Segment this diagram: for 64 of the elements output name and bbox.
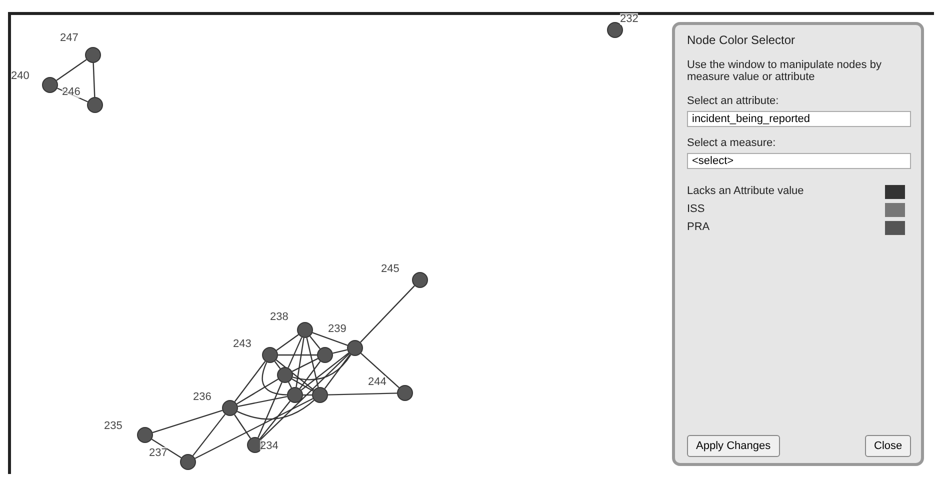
- apply-button: Apply Changes: [687, 435, 780, 457]
- connector-line: [192, 414, 226, 456]
- connector-line: [152, 410, 223, 434]
- field-label: Select a measure:: [687, 137, 776, 149]
- connector-line: [238, 396, 288, 408]
- connector-line: [300, 352, 350, 391]
- connector-line: [276, 360, 314, 390]
- connector-line: [92, 62, 96, 98]
- connector-line: [234, 414, 252, 439]
- connector-line: [328, 392, 398, 396]
- connector-line: [306, 338, 319, 388]
- node-label: 247: [60, 32, 78, 44]
- connector-line: [262, 362, 288, 396]
- connector-line: [360, 352, 400, 388]
- connector-line: [360, 285, 415, 343]
- connector-line: [274, 361, 281, 369]
- node-label: 236: [193, 391, 212, 403]
- node-label: 243: [233, 338, 252, 350]
- connector-line: [258, 382, 282, 438]
- connector-line: [312, 332, 348, 346]
- instruction-text: Use the window to manipulate nodes by measure value or attribute: [687, 59, 882, 83]
- dialog-title: Node Color Selector: [687, 33, 796, 47]
- connector-line: [324, 354, 351, 389]
- network-node: [317, 347, 333, 363]
- connector-line: [292, 378, 314, 392]
- connector-line: [234, 361, 266, 402]
- node-label: 246: [62, 86, 80, 98]
- node-label: 232: [620, 13, 638, 25]
- connector-line: [151, 438, 182, 458]
- dropdown-field: incident_being_reported: [687, 111, 911, 127]
- connector-line: [260, 353, 350, 440]
- dropdown-field: <select>: [687, 153, 911, 169]
- connector-line: [276, 334, 299, 351]
- connector-line: [278, 354, 317, 356]
- connector-line: [296, 338, 304, 388]
- connector-line: [310, 336, 320, 350]
- node-label: 237: [149, 447, 168, 459]
- connector-line: [260, 400, 290, 440]
- connector-line: [288, 337, 302, 368]
- network-node: [277, 367, 293, 383]
- connector-line: [57, 88, 88, 102]
- legend-text: PRA: [687, 221, 710, 233]
- connector-line: [237, 400, 314, 420]
- network-node: [312, 387, 328, 403]
- connector-line: [292, 358, 318, 372]
- connector-line: [236, 378, 278, 404]
- node-label: 240: [11, 70, 30, 82]
- close-button: Close: [865, 435, 912, 457]
- connector-line: [292, 354, 352, 380]
- network-node: [287, 387, 303, 403]
- node-label: 239: [328, 323, 346, 335]
- node-label: 245: [381, 263, 400, 275]
- legend-text: Lacks an Attribute value: [687, 185, 804, 197]
- connector-line: [299, 361, 321, 389]
- node-label: 238: [270, 311, 288, 323]
- connector-line: [332, 349, 348, 354]
- node-label: 235: [104, 420, 122, 432]
- field-label: Select an attribute:: [687, 95, 779, 107]
- node-label: 234: [260, 440, 278, 452]
- node-label: 244: [368, 376, 386, 388]
- connector-line: [288, 382, 292, 388]
- connector-line: [194, 398, 314, 459]
- legend-text: ISS: [687, 203, 705, 215]
- connector-line: [56, 59, 87, 81]
